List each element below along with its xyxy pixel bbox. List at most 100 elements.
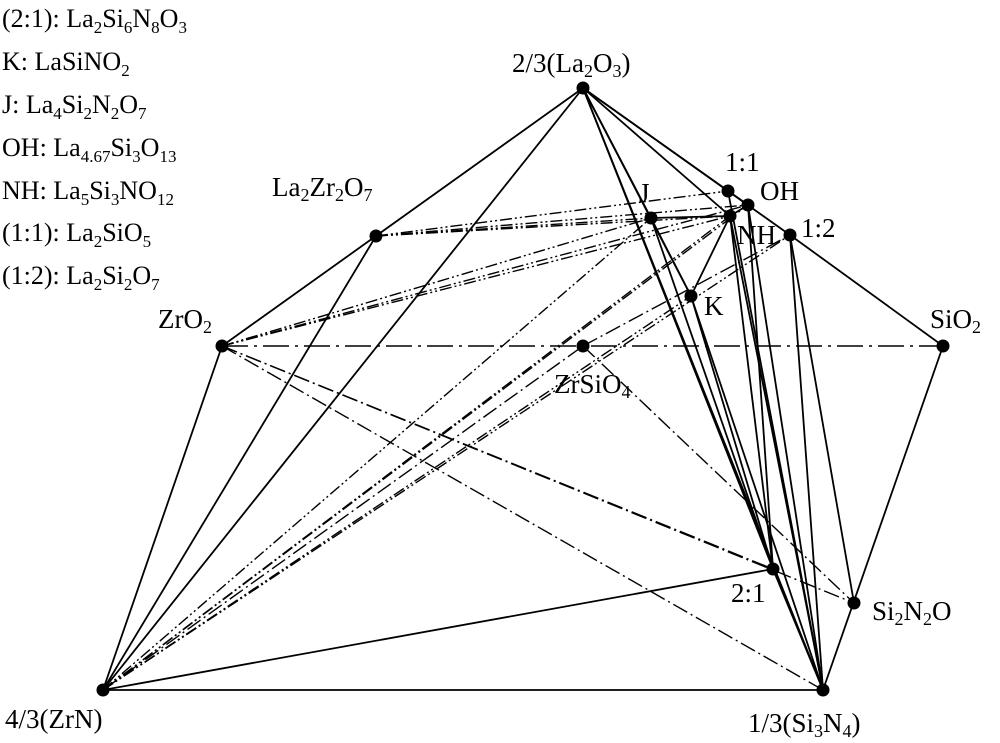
dashed-tie-line-zrn-j: [102, 217, 652, 691]
dashed-tie-line-zrn-oh: [102, 204, 749, 691]
dashed-tie-line-la2zr2o7-oh: [375, 204, 749, 237]
dashed-tie-line-zro2-oh: [221, 204, 749, 347]
legend-entry-k: K: LaSiNO2: [2, 45, 187, 88]
tie-line-la2o3-zrn: [102, 87, 584, 691]
label-p21: 2:1: [731, 578, 766, 608]
legend-entry-1to1: (1:1): La2SiO5: [2, 216, 187, 259]
tie-line-p12-si3n4: [789, 234, 824, 691]
label-p11: 1:1: [725, 147, 760, 177]
legend-formula: La4.67Si3O13: [53, 132, 177, 166]
legend-formula: La2SiO5: [66, 218, 152, 252]
dashed-tie-line-zro2-nh: [221, 215, 731, 347]
point-zrsio4: [576, 339, 590, 353]
label-la2o3: 2/3(La2O3): [512, 48, 630, 81]
tie-lines: [102, 87, 944, 691]
label-zro2: ZrO2: [158, 304, 212, 337]
tie-line-zrn-p21: [102, 568, 774, 691]
tie-line-la2o3-nh: [582, 87, 731, 217]
label-nh: NH: [737, 220, 776, 250]
legend-formula: LaSiNO2: [34, 46, 130, 81]
tie-line-zro2-zrn: [102, 345, 223, 691]
point-j: [644, 211, 658, 225]
legend-key: OH: [2, 132, 40, 162]
tie-line-la2o3-j: [582, 87, 652, 219]
label-si3n4: 1/3(Si3N4): [748, 708, 861, 741]
label-zrsio4: ZrSiO4: [554, 369, 631, 402]
legend-separator: :: [12, 89, 26, 119]
legend-key: (1:1): [2, 218, 53, 248]
tie-line-oh-p21: [747, 204, 774, 570]
dashed-tie-line-zrn-k: [102, 295, 692, 691]
point-oh: [741, 198, 755, 212]
label-k: K: [704, 291, 724, 321]
tie-line-k-p21: [690, 295, 774, 570]
dashed-tie-line-zrn-nh: [102, 215, 731, 691]
dashed-tie-line-la2zr2o7-nh: [375, 215, 731, 237]
label-la2zr2o7: La2Zr2O7: [272, 172, 372, 205]
legend-key: (2:1): [2, 4, 53, 33]
legend-formula: La2Si2O7: [66, 261, 160, 295]
point-la2o3: [576, 81, 590, 95]
composition-points: [96, 81, 950, 697]
legend-formula: La4Si2N2O7: [25, 89, 147, 123]
point-sio2: [936, 339, 950, 353]
tie-line-k-si3n4: [690, 295, 824, 691]
dashed-tie-line-zrsio4-si2n2o: [582, 345, 855, 604]
legend-entry-nh: NH: La5Si3NO12: [2, 174, 187, 217]
label-oh: OH: [760, 176, 799, 206]
point-si3n4: [816, 683, 830, 697]
legend-entry-oh: OH: La4.67Si3O13: [2, 131, 187, 174]
label-si2n2o: Si2N2O: [872, 596, 952, 629]
point-p12: [783, 228, 797, 242]
dashed-tie-line-zro2-si3n4: [221, 345, 824, 691]
tie-line-oh-si3n4: [747, 204, 824, 691]
dashed-tie-line-zrn-zrsio4: [102, 345, 584, 691]
tie-line-p12-si2n2o: [789, 234, 855, 604]
tie-line-si3n4-sio2: [822, 345, 944, 691]
tie-line-j-k: [650, 217, 692, 297]
tie-line-la2o3-zro2: [221, 87, 584, 347]
legend-key: J: [2, 89, 13, 119]
point-zro2: [215, 339, 229, 353]
legend-key: K: [2, 46, 21, 76]
tie-line-j-p21: [650, 217, 774, 570]
dashed-tie-line-zro2-si2n2o: [221, 345, 855, 604]
label-zrn: 4/3(ZrN): [5, 704, 102, 734]
legend-separator: :: [39, 132, 54, 162]
point-k: [684, 289, 698, 303]
label-p12: 1:2: [801, 213, 836, 243]
point-la2zr2o7: [369, 229, 383, 243]
point-labels: 2/3(La2O3) 4/3(ZrN) 1/3(Si3N4) SiO2 ZrO2 La2Z…: [5, 48, 981, 741]
point-nh: [723, 209, 737, 223]
tie-line-nh-p21: [729, 215, 774, 570]
legend-separator: :: [39, 175, 54, 205]
point-si2n2o: [847, 596, 861, 610]
dashed-tie-line-zrn-p12: [102, 234, 791, 691]
legend-separator: :: [52, 218, 67, 248]
dashed-tie-line-zrsio4-p12: [582, 234, 791, 347]
label-j: J: [639, 178, 650, 208]
point-p21: [766, 562, 780, 576]
tie-line-sio2-p12: [789, 234, 944, 347]
tie-line-k-nh: [690, 215, 731, 297]
label-sio2: SiO2: [930, 304, 981, 337]
legend-entry-1to2: (1:2): La2Si2O7: [2, 259, 187, 302]
legend-separator: :: [52, 261, 67, 291]
tie-line-p11-si3n4: [727, 190, 824, 691]
tie-line-la2zr2o7-zrn: [102, 235, 377, 691]
legend-key: (1:2): [2, 261, 53, 291]
legend-formula: La2Si6N8O3: [66, 4, 187, 38]
legend-formula: La5Si3NO12: [53, 175, 174, 209]
legend-key: NH: [2, 175, 40, 205]
tie-line-la2o3-si3n4: [582, 87, 824, 691]
point-zrn: [96, 683, 110, 697]
legend-entry-2to1: (2:1): La2Si6N8O3: [2, 2, 187, 45]
legend-separator: :: [52, 4, 67, 33]
legend-entry-j: J: La4Si2N2O7: [2, 88, 187, 131]
dashed-tie-line-la2zr2o7-p11: [375, 190, 729, 237]
tie-line-la2o3-oh: [582, 87, 749, 206]
legend-separator: :: [20, 46, 35, 76]
point-p11: [721, 184, 735, 198]
